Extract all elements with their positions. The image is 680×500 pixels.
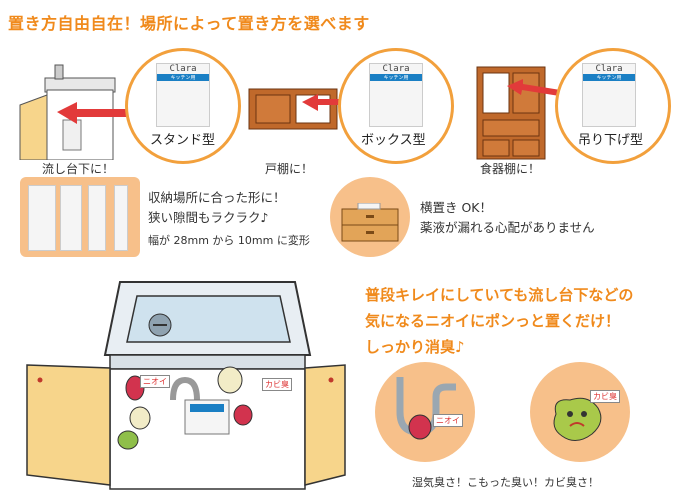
product-package bbox=[28, 185, 56, 251]
slim-packages-panel bbox=[20, 177, 140, 257]
dish-cabinet-illustration bbox=[476, 66, 546, 160]
mold-character-icon bbox=[553, 397, 602, 441]
sideways-line2: 薬液が漏れる心配がありません bbox=[420, 220, 595, 235]
product-package bbox=[60, 185, 82, 251]
dish-cabinet-caption: 食器棚に！ bbox=[480, 162, 541, 176]
promo-line3: しっかり消臭♪ bbox=[365, 338, 465, 356]
stand-type-label: スタンド型 bbox=[150, 133, 216, 148]
odor-tag: ニオイ bbox=[433, 414, 463, 427]
product-package: Clara キッチン用 bbox=[156, 63, 210, 127]
arrow-icon bbox=[57, 102, 140, 124]
drawer-icon bbox=[341, 203, 399, 242]
storage-line1: 収納場所に合った形に！ bbox=[148, 190, 286, 205]
box-type-circle: Clara キッチン用 ボックス型 bbox=[338, 48, 454, 164]
product-package: Clara キッチン用 bbox=[582, 63, 636, 127]
page-headline: 置き方自由自在！場所によって置き方を選べます bbox=[8, 14, 370, 33]
product-package: Clara キッチン用 bbox=[369, 63, 423, 127]
sideways-line1: 横置き OK！ bbox=[420, 200, 493, 215]
drain-odor-circle: ニオイ bbox=[375, 362, 475, 462]
mold-odor-circle: カビ臭 bbox=[530, 362, 630, 462]
stand-type-circle: Clara キッチン用 スタンド型 bbox=[125, 48, 241, 164]
sink-cabinet-large-illustration bbox=[26, 281, 346, 490]
product-package bbox=[114, 185, 128, 251]
odor-tag: カビ臭 bbox=[590, 390, 620, 403]
drain-pipe-icon bbox=[396, 377, 456, 440]
cupboard-caption: 戸棚に！ bbox=[265, 162, 314, 176]
bottom-caption: 湿気臭さ！こもった臭い！カビ臭さ！ bbox=[412, 476, 599, 489]
cupboard-illustration bbox=[248, 88, 338, 130]
odor-tag: カビ臭 bbox=[262, 378, 292, 391]
sink-caption: 流し台下に！ bbox=[42, 162, 115, 176]
arrow-icon bbox=[302, 94, 368, 111]
hanging-type-circle: Clara キッチン用 吊り下げ型 bbox=[555, 48, 671, 164]
storage-line3: 幅が 28mm から 10mm に変形 bbox=[148, 234, 310, 247]
odor-tag: ニオイ bbox=[140, 375, 170, 388]
product-package bbox=[88, 185, 106, 251]
sink-cabinet-illustration bbox=[19, 64, 116, 160]
promo-line1: 普段キレイにしていても流し台下などの bbox=[365, 286, 634, 304]
box-type-label: ボックス型 bbox=[361, 133, 426, 148]
hanging-type-label: 吊り下げ型 bbox=[578, 133, 644, 148]
promo-line2: 気になるニオイにポンっと置くだけ！ bbox=[365, 312, 621, 330]
sideways-circle bbox=[330, 177, 410, 257]
storage-line2: 狭い隙間もラクラク♪ bbox=[148, 210, 269, 225]
